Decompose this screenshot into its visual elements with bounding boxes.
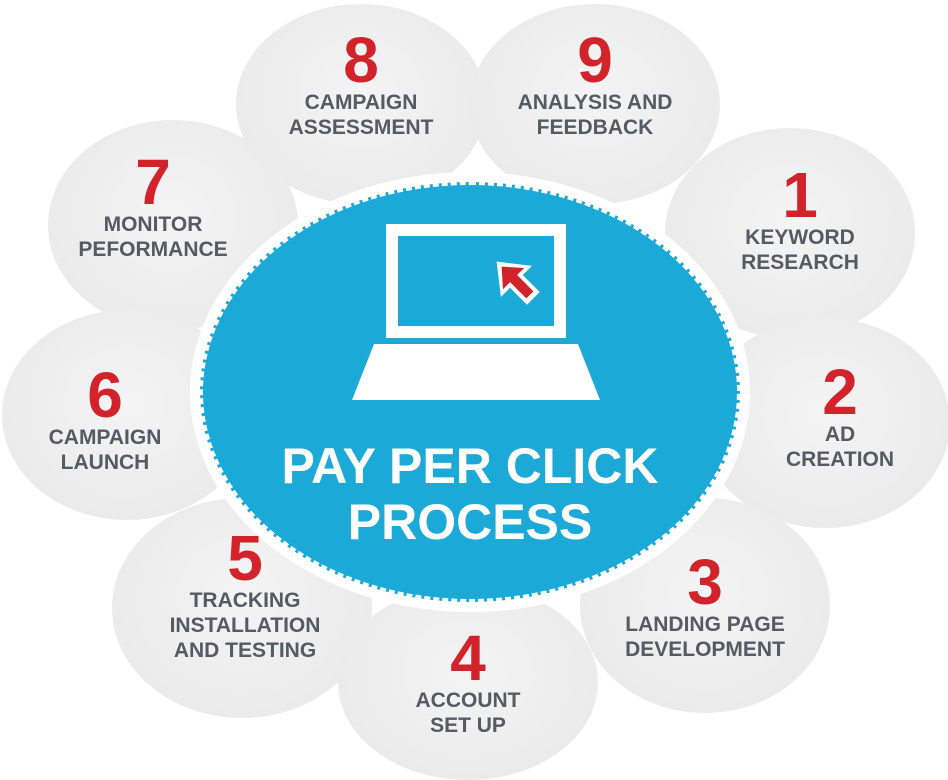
step-label-line: LANDING PAGE bbox=[625, 613, 785, 636]
step-2: 2 AD CREATION bbox=[745, 356, 935, 472]
step-label-line: AND TESTING bbox=[173, 639, 317, 662]
step-label-line: CAMPAIGN bbox=[48, 426, 162, 449]
step-label-line: RESEARCH bbox=[741, 251, 859, 274]
step-label-line: ACCOUNT bbox=[415, 689, 521, 712]
step-number: 7 bbox=[135, 146, 171, 218]
step-9: 9 ANALYSIS AND FEEDBACK bbox=[470, 24, 720, 140]
step-number: 6 bbox=[87, 359, 123, 431]
step-4: 4 ACCOUNT SET UP bbox=[368, 622, 568, 738]
step-number: 8 bbox=[343, 24, 379, 96]
step-number: 3 bbox=[687, 546, 723, 618]
step-label-line: ANALYSIS AND bbox=[517, 91, 673, 114]
step-label-line: MONITOR bbox=[103, 213, 203, 236]
step-5: 5 TRACKING INSTALLATION AND TESTING bbox=[130, 522, 360, 663]
step-label-line: ASSESSMENT bbox=[288, 116, 434, 139]
step-1: 1 KEYWORD RESEARCH bbox=[700, 159, 900, 275]
step-label-line: INSTALLATION bbox=[169, 614, 321, 637]
diagram-title: PAY PER CLICK PROCESS bbox=[220, 438, 720, 550]
title-line-1: PAY PER CLICK bbox=[281, 438, 659, 494]
step-label-line: CREATION bbox=[785, 448, 895, 471]
step-label-line: LAUNCH bbox=[60, 451, 150, 474]
step-number: 4 bbox=[450, 622, 486, 694]
step-7: 7 MONITOR PEFORMANCE bbox=[48, 146, 258, 262]
step-number: 5 bbox=[227, 522, 263, 594]
petal-4 bbox=[338, 585, 598, 780]
step-label-line: TRACKING bbox=[189, 589, 301, 612]
petal-9 bbox=[470, 4, 720, 204]
title-line-2: PROCESS bbox=[347, 494, 593, 550]
step-number: 2 bbox=[822, 356, 858, 428]
step-label-line: FEEDBACK bbox=[536, 116, 654, 139]
step-label-line: DEVELOPMENT bbox=[625, 638, 785, 661]
step-3: 3 LANDING PAGE DEVELOPMENT bbox=[600, 546, 810, 662]
step-label-line: PEFORMANCE bbox=[78, 238, 228, 261]
step-number: 1 bbox=[782, 159, 818, 231]
step-label-line: KEYWORD bbox=[745, 226, 855, 249]
step-label-line: AD bbox=[824, 423, 856, 446]
step-label-line: SET UP bbox=[430, 714, 506, 737]
laptop-with-cursor-icon bbox=[352, 224, 600, 400]
step-number: 9 bbox=[577, 24, 613, 96]
step-6: 6 CAMPAIGN LAUNCH bbox=[10, 359, 200, 475]
step-label-line: CAMPAIGN bbox=[304, 91, 418, 114]
step-8: 8 CAMPAIGN ASSESSMENT bbox=[236, 24, 486, 140]
